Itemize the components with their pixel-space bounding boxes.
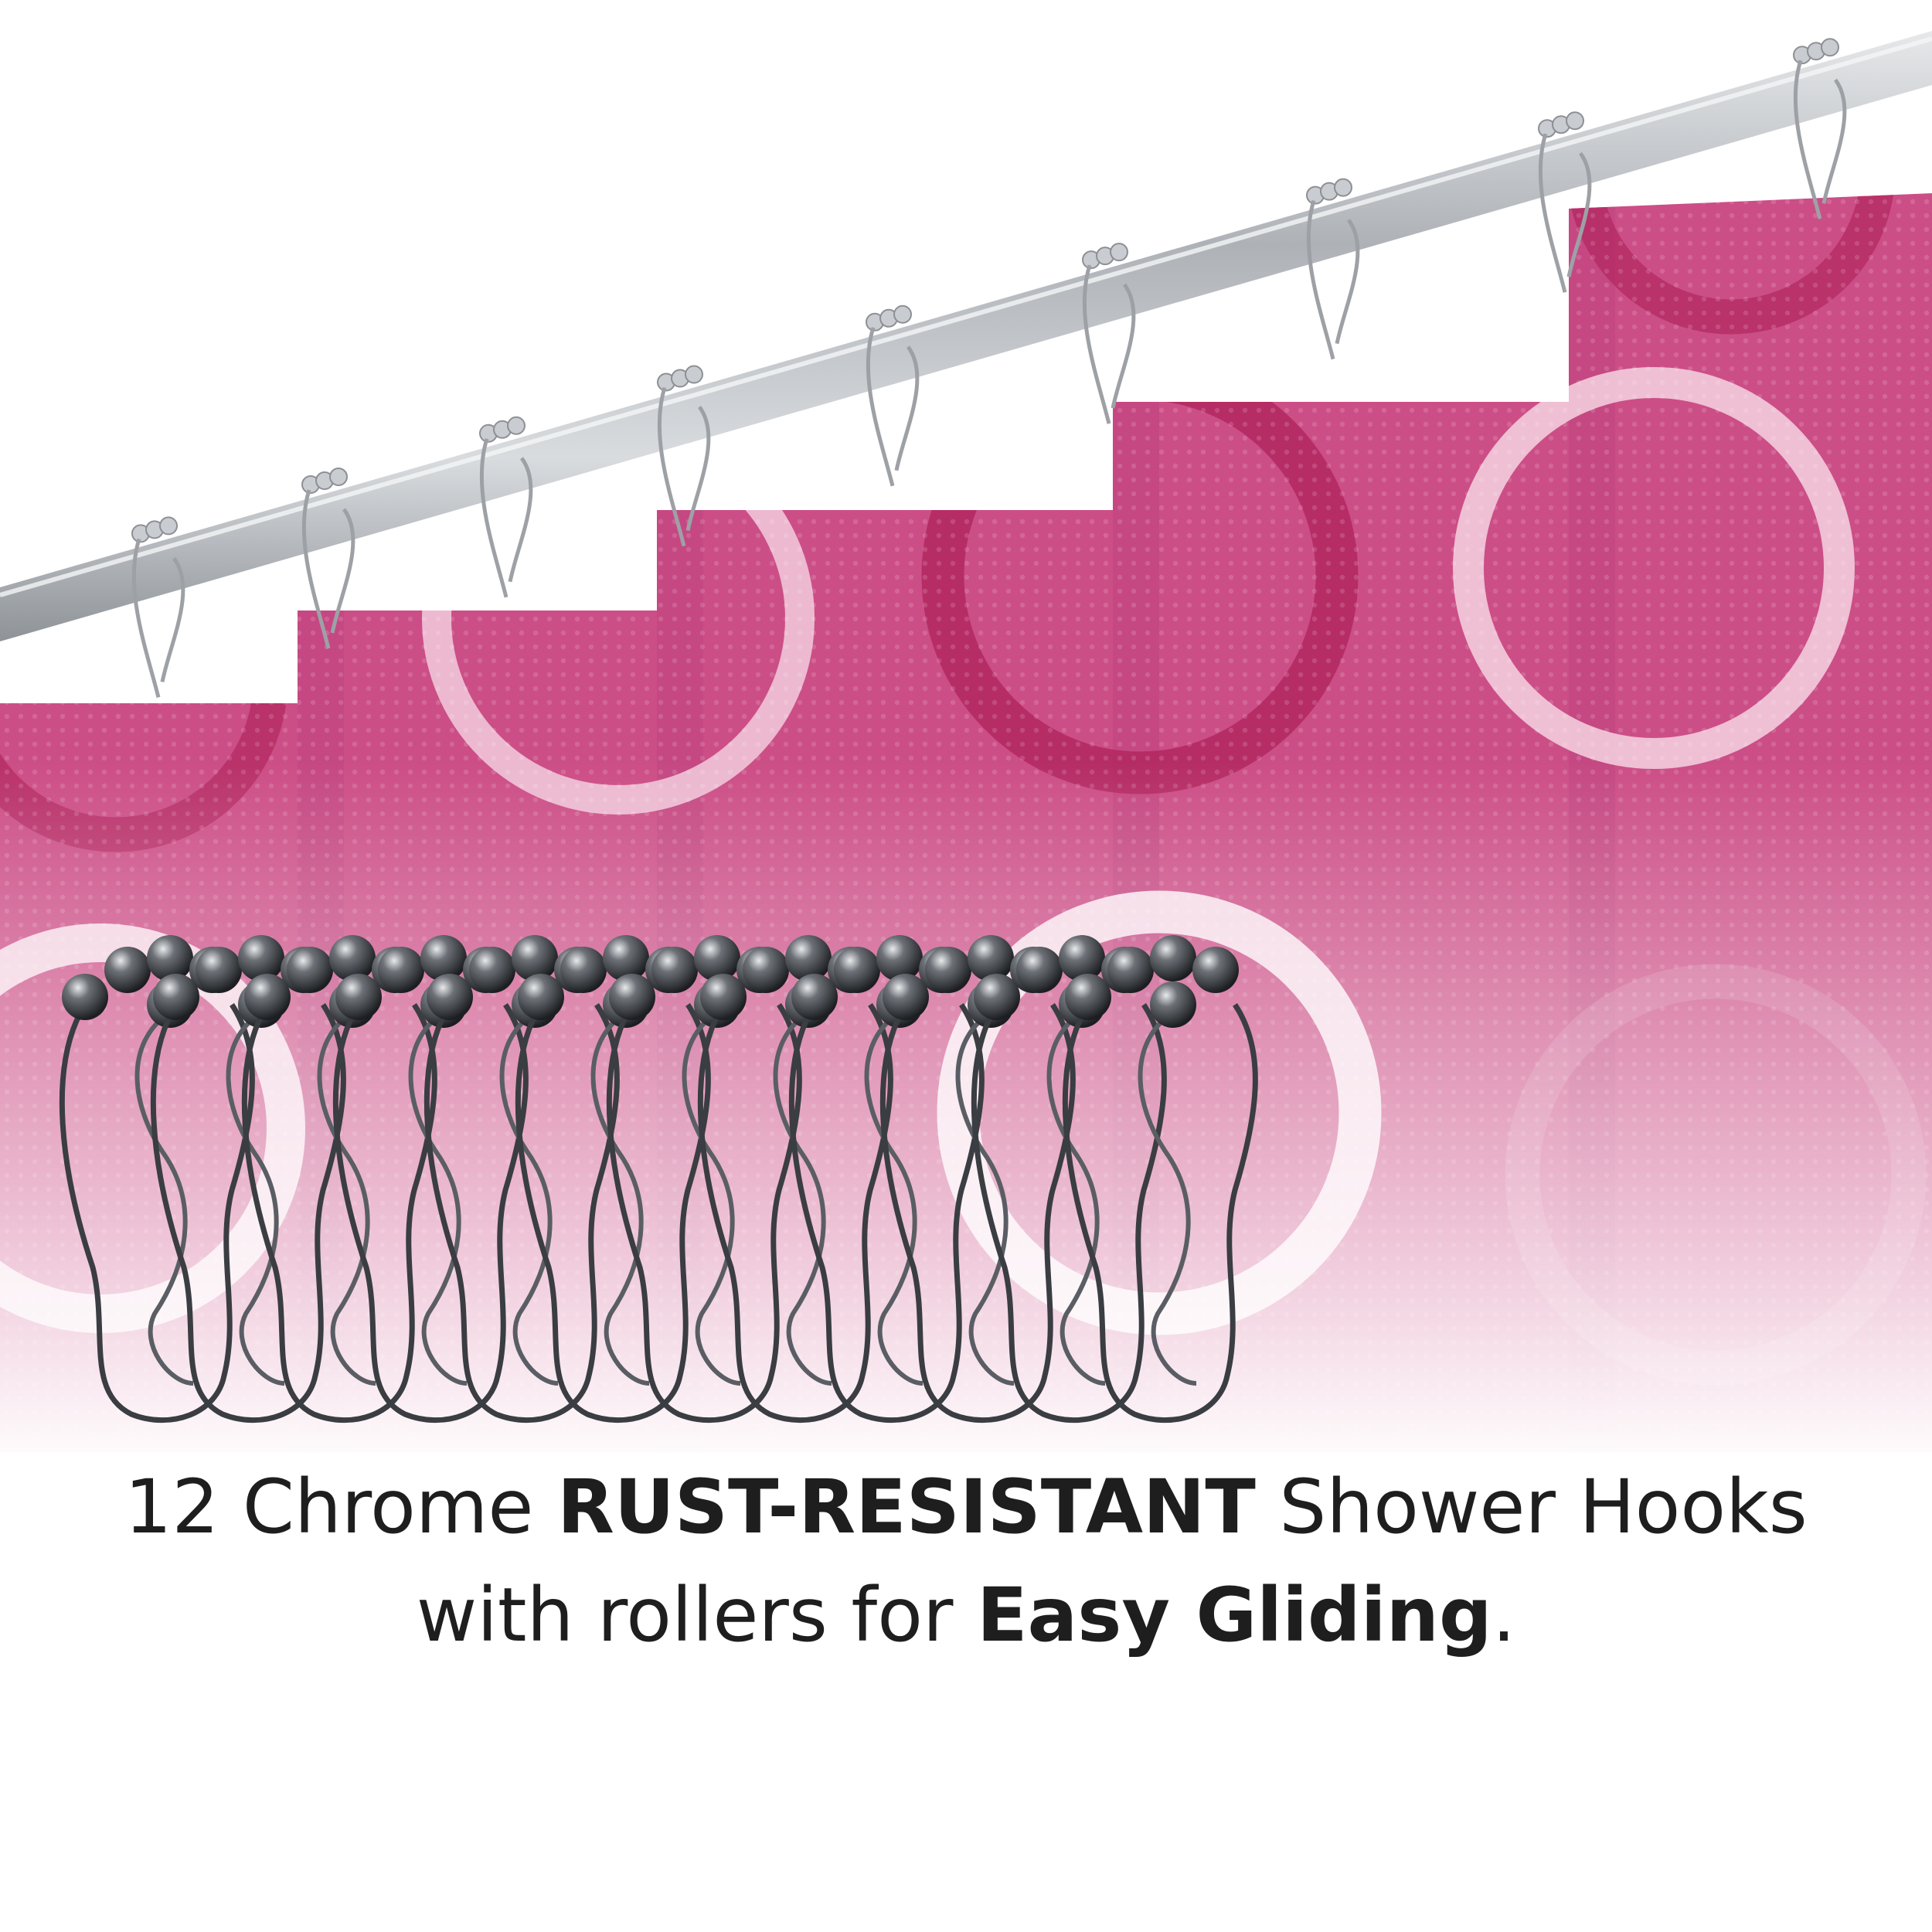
rod-hook bbox=[1082, 243, 1136, 424]
caption-emphasis: Easy Gliding bbox=[976, 1572, 1492, 1658]
rod-hook bbox=[866, 304, 920, 487]
rod-hook bbox=[657, 365, 711, 547]
roller-hook bbox=[788, 935, 985, 1423]
caption-text: Shower Hooks bbox=[1255, 1464, 1808, 1550]
shower-curtain bbox=[0, 193, 1932, 1453]
rod-hook bbox=[479, 416, 533, 598]
caption-text: 12 Chrome bbox=[124, 1464, 557, 1550]
product-caption: 12 Chrome RUST-RESISTANT Shower Hooks wi… bbox=[0, 1453, 1932, 1669]
roller-hook bbox=[1062, 935, 1258, 1423]
caption-line-1: 12 Chrome RUST-RESISTANT Shower Hooks bbox=[0, 1453, 1932, 1561]
roller-hooks bbox=[59, 935, 1258, 1423]
rod-hook bbox=[1306, 178, 1360, 360]
rod-hook bbox=[1793, 38, 1847, 219]
caption-line-2: with rollers for Easy Gliding. bbox=[0, 1561, 1932, 1669]
caption-text: with rollers for bbox=[416, 1572, 977, 1658]
rod-hook bbox=[1538, 111, 1592, 293]
caption-emphasis: RUST-RESISTANT bbox=[556, 1464, 1256, 1550]
rod-hook bbox=[131, 516, 185, 699]
caption-text: . bbox=[1492, 1572, 1516, 1658]
rod-hook bbox=[301, 468, 355, 649]
rod-hooks bbox=[131, 38, 1847, 699]
